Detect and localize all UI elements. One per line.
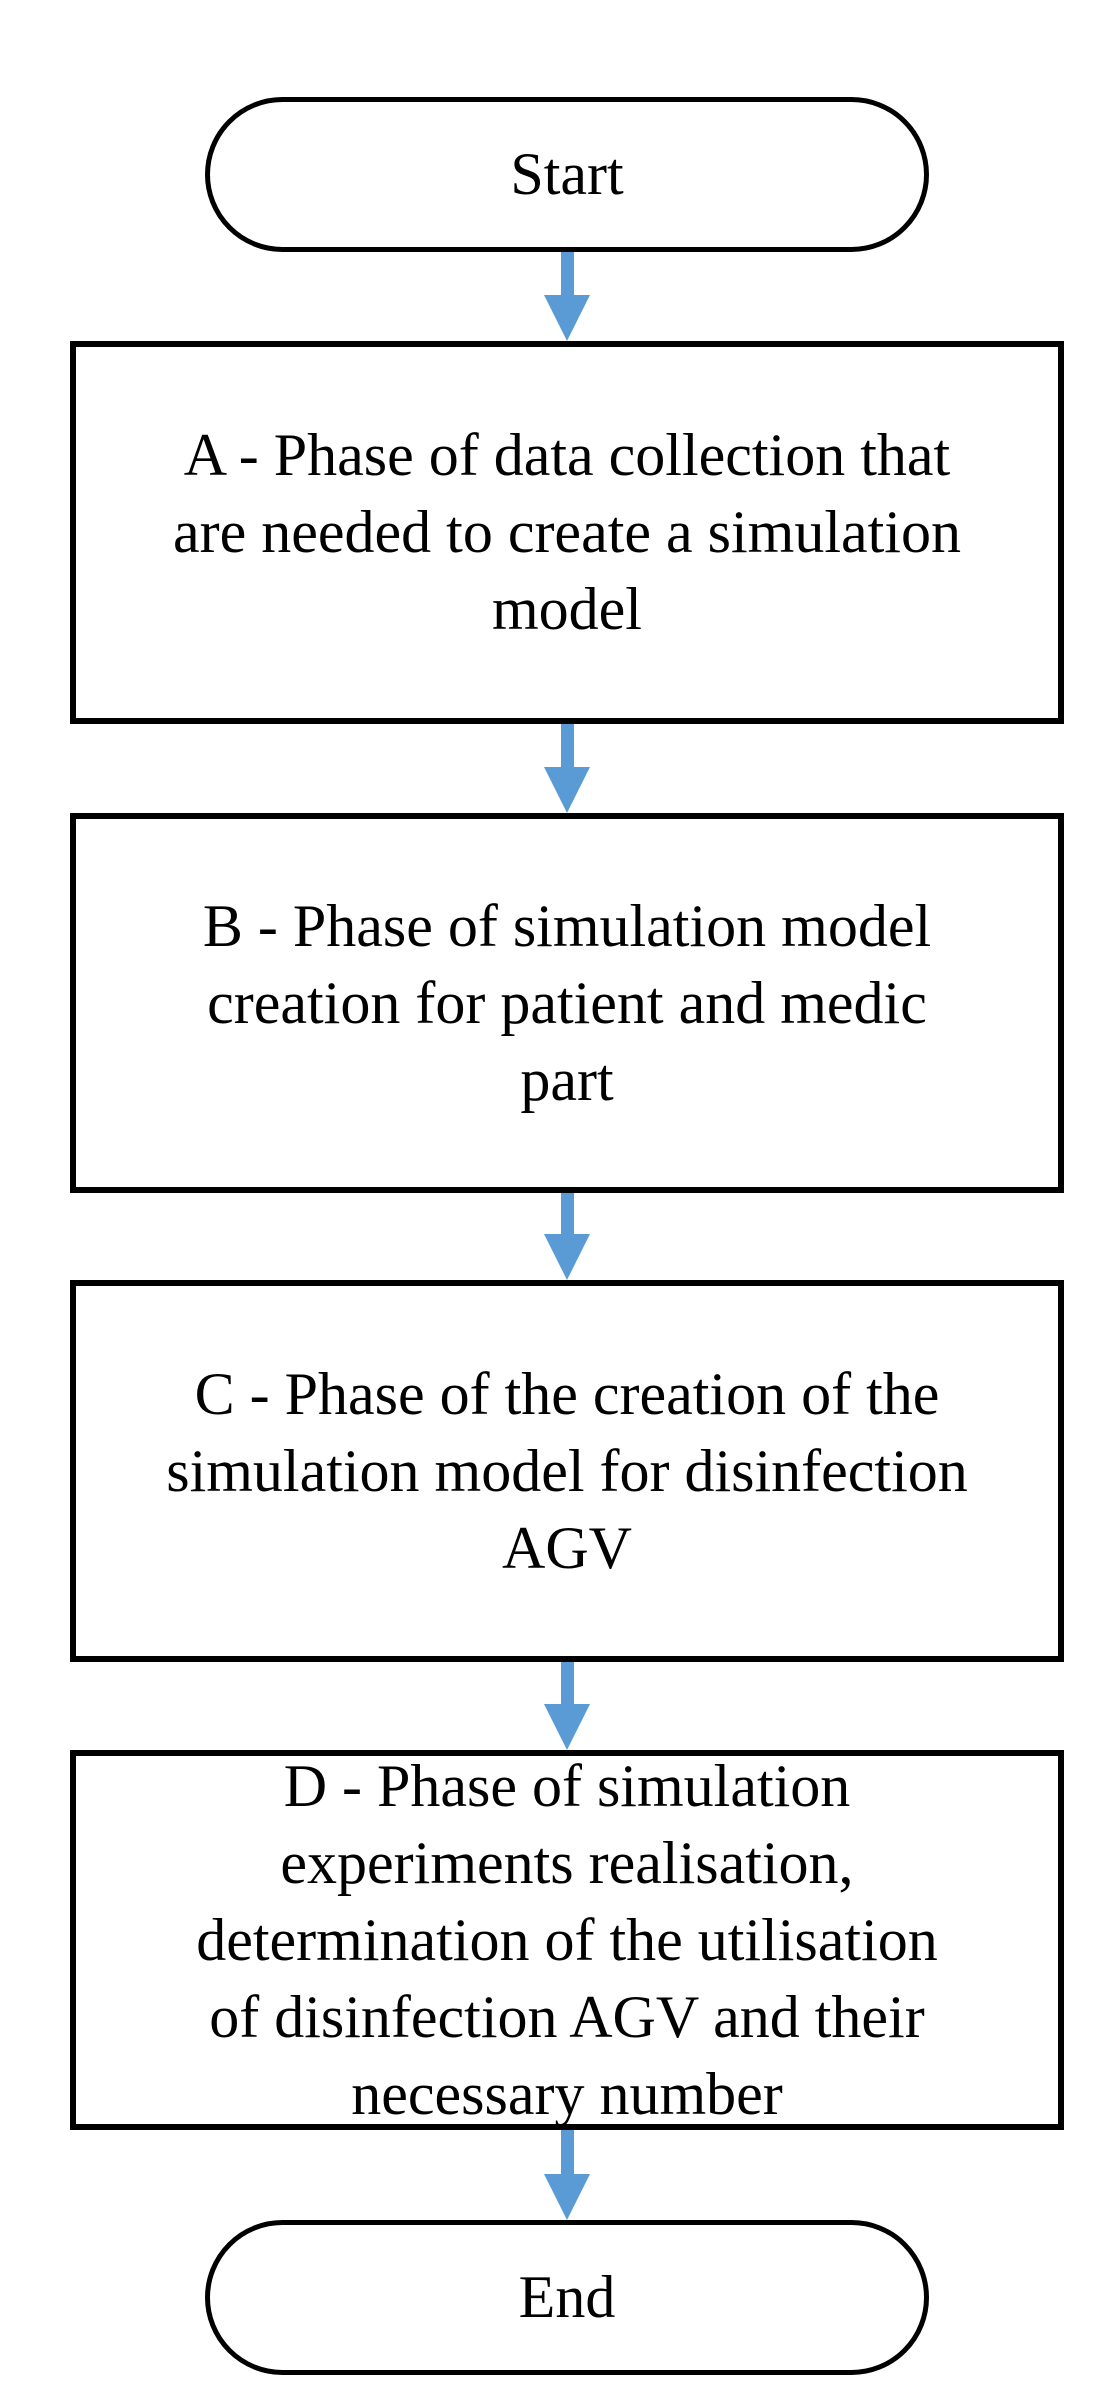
node-end-label: End [518, 2264, 616, 2330]
arrow-start-to-phase-a [544, 252, 590, 341]
arrow-shaft [560, 1662, 574, 1704]
arrow-phase-a-to-phase-b [544, 724, 590, 813]
arrow-head-icon [544, 767, 590, 813]
arrow-shaft [560, 2130, 574, 2174]
arrow-head-icon [544, 1704, 590, 1750]
node-phase-d: D - Phase of simulation experiments real… [70, 1750, 1064, 2130]
node-start-terminator: Start [205, 97, 929, 252]
arrow-shaft [560, 1193, 574, 1234]
node-phase-b: B - Phase of simulation model creation f… [70, 813, 1064, 1193]
node-end-terminator: End [205, 2220, 929, 2375]
arrow-head-icon [544, 1234, 590, 1280]
arrow-shaft [560, 724, 574, 767]
node-phase-a: A - Phase of data collection that are ne… [70, 341, 1064, 724]
arrow-shaft [560, 252, 574, 295]
arrow-phase-d-to-end [544, 2130, 590, 2220]
node-phase-d-label: D - Phase of simulation experiments real… [196, 1752, 938, 2127]
node-phase-a-label: A - Phase of data collection that are ne… [173, 422, 961, 642]
arrow-head-icon [544, 295, 590, 341]
node-phase-c-label: C - Phase of the creation of the simulat… [166, 1360, 968, 1581]
arrow-phase-b-to-phase-c [544, 1193, 590, 1280]
arrow-head-icon [544, 2174, 590, 2220]
node-phase-b-label: B - Phase of simulation model creation f… [202, 892, 932, 1113]
node-start-label: Start [510, 141, 624, 207]
node-phase-c: C - Phase of the creation of the simulat… [70, 1280, 1064, 1662]
arrow-phase-c-to-phase-d [544, 1662, 590, 1750]
